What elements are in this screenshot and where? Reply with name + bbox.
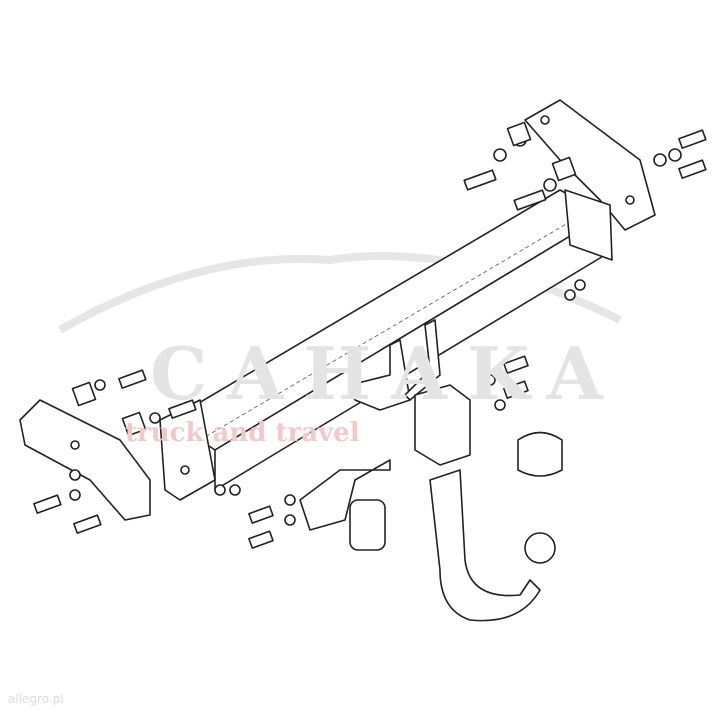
right-bracket — [524, 99, 656, 261]
bolts — [33, 129, 707, 549]
corner-watermark: allegro.pl — [8, 692, 64, 706]
watermark-logo: CAHAKA — [150, 331, 623, 416]
left-bracket — [19, 399, 216, 521]
mount-hangers — [349, 319, 441, 411]
washers — [69, 121, 682, 526]
coupling-mount — [414, 384, 471, 466]
tow-ball-neck — [429, 469, 556, 622]
watermark-tagline: truck and travel — [125, 418, 360, 448]
electrical-socket-bracket — [299, 459, 391, 551]
tow-ball-cover — [517, 431, 563, 477]
